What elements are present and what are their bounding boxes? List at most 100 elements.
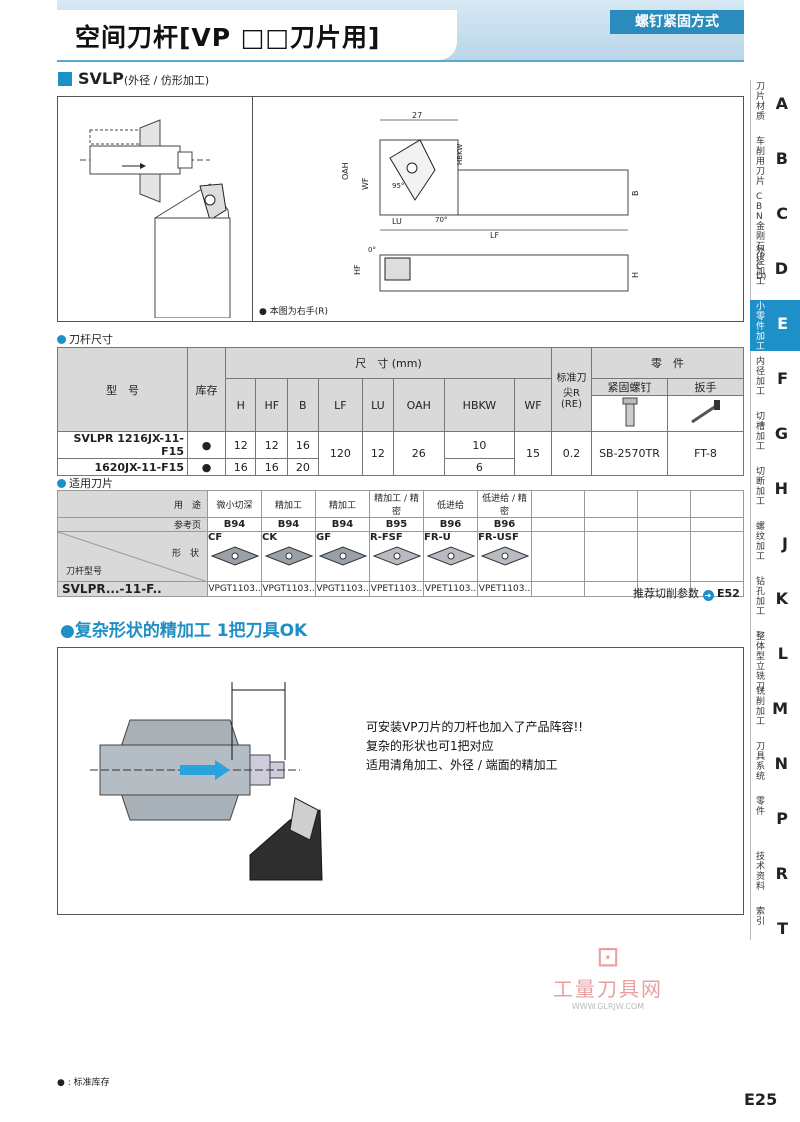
inserts-table: 用 途 微小切深 精加工 精加工 精加工 / 精密 低进给 低进给 / 精密 参… [57,490,744,597]
recommend-link[interactable]: 推荐切削参数 ➜ E52 [633,585,740,601]
diagonal-line [58,532,208,582]
lf-cell: 120 [317,431,364,476]
section-marker [58,72,72,86]
insert-shape-cell: FR-USF [477,531,532,582]
ref-page-link[interactable]: B94 [261,517,316,532]
ref-page-link[interactable]: B94 [315,517,370,532]
side-tab-N[interactable]: 刀具系统 N [750,740,800,791]
side-tab-letter: R [775,864,788,883]
dim-OAH: OAH [341,162,350,180]
side-tab-label: 内径加工 [756,357,766,397]
use-cell: 精加工 / 精密 [369,490,424,518]
insert-shape-cell: FR-U [423,531,478,582]
side-tab-label: 技术资料 [756,852,766,892]
hbkw-cell: 6 [443,458,515,476]
dim-LF: LF [490,231,499,240]
side-tab-R[interactable]: 技术资料 R [750,850,800,901]
model-cell: 1620JX-11-F15 [57,458,188,476]
insert-shape-cell: GF [315,531,370,582]
use-label: 用 途 [57,490,208,518]
wrench-header: 扳手 [668,379,743,396]
empty-cell [584,531,638,582]
ref-page-link[interactable]: B96 [423,517,478,532]
insert-model: VPGT1103.. [207,581,262,597]
side-tab-label: 铣削加工 [756,687,766,727]
col-OAH: OAH [392,378,445,432]
insert-icon [426,546,475,566]
dim-95: 95° [392,182,404,190]
side-tab-letter: F [777,369,788,388]
empty-cell [531,531,585,582]
side-tab-label: 刀具系统 [756,742,766,782]
technical-drawing: 27 LF LU OAH WF 95° 70° HBKW B HF 0° H [341,111,640,292]
empty-cell [531,581,585,597]
side-tab-letter: L [777,644,788,663]
ok-illustration [90,682,323,881]
footer-note: ● : 标准库存 [57,1078,110,1088]
dim-LU: LU [392,217,402,226]
figure-divider [252,96,253,322]
section-code: SVLP [78,69,124,88]
section-subtitle: (外径 / 仿形加工) [123,74,210,87]
side-tab-letter: N [774,754,788,773]
empty-cell [584,581,638,597]
side-nav [750,80,800,960]
side-tab-C[interactable]: CBN 金刚石(PCD)C [750,190,800,282]
empty-cell [637,517,691,532]
method-tag: 螺钉紧固方式 [610,10,744,34]
empty-cell [690,531,744,582]
wf-cell: 15 [513,431,553,476]
shape-label: 形 状 [171,549,199,559]
ref-page-link[interactable]: B94 [207,517,262,532]
h-cell: 12 [224,431,257,459]
machining-schematic [80,119,231,318]
chipbreaker-code: CF [208,532,223,543]
dim-HBKW: HBKW [456,144,464,165]
screw-cell: SB-2570TR [591,431,668,476]
wrench-cell: FT-8 [667,431,744,476]
h-cell: 16 [224,458,257,476]
insert-icon [318,546,367,566]
header-divider [57,60,744,62]
stock-header: 库存 [187,347,226,432]
side-tab-label: CBN 金刚石(PCD) [756,192,767,282]
ok-line: 适用清角加工、外径 / 端面的精加工 [366,758,558,772]
col-HBKW: HBKW [443,378,515,432]
side-tab-label: 钻孔加工 [756,577,766,617]
page-title: 空间刀杆[VP □□刀片用] [75,23,381,52]
stock-cell: ● [187,431,226,459]
spec-row: 1620JX-11-F15 ● 16 16 20 6 [57,458,744,476]
screw-header: 紧固螺钉 [592,379,667,396]
arrow-right-icon: ➜ [702,590,714,601]
side-tab-letter: E [777,314,788,333]
empty-cell [584,490,638,518]
use-cell: 低进给 [423,490,478,518]
dim-HF: HF [353,264,362,275]
app-caption: 适用刀片 [57,475,113,491]
watermark-symbol: ⊡ [596,940,620,973]
empty-cell [584,517,638,532]
title-box [57,10,457,60]
empty-cell [690,490,744,518]
dim-27: 27 [412,111,422,120]
ref-page-link[interactable]: B95 [369,517,424,532]
side-tab-F[interactable]: 内径加工 F [750,355,800,406]
ref-page-link[interactable]: B96 [477,517,532,532]
insert-shape-cell: CK [261,531,316,582]
side-tab-label: 刀片材质 [756,82,766,122]
wrench-header-cell: 扳手 [667,378,744,432]
dim-WF: WF [361,177,370,190]
side-tab-label: 螺纹加工 [756,522,766,562]
